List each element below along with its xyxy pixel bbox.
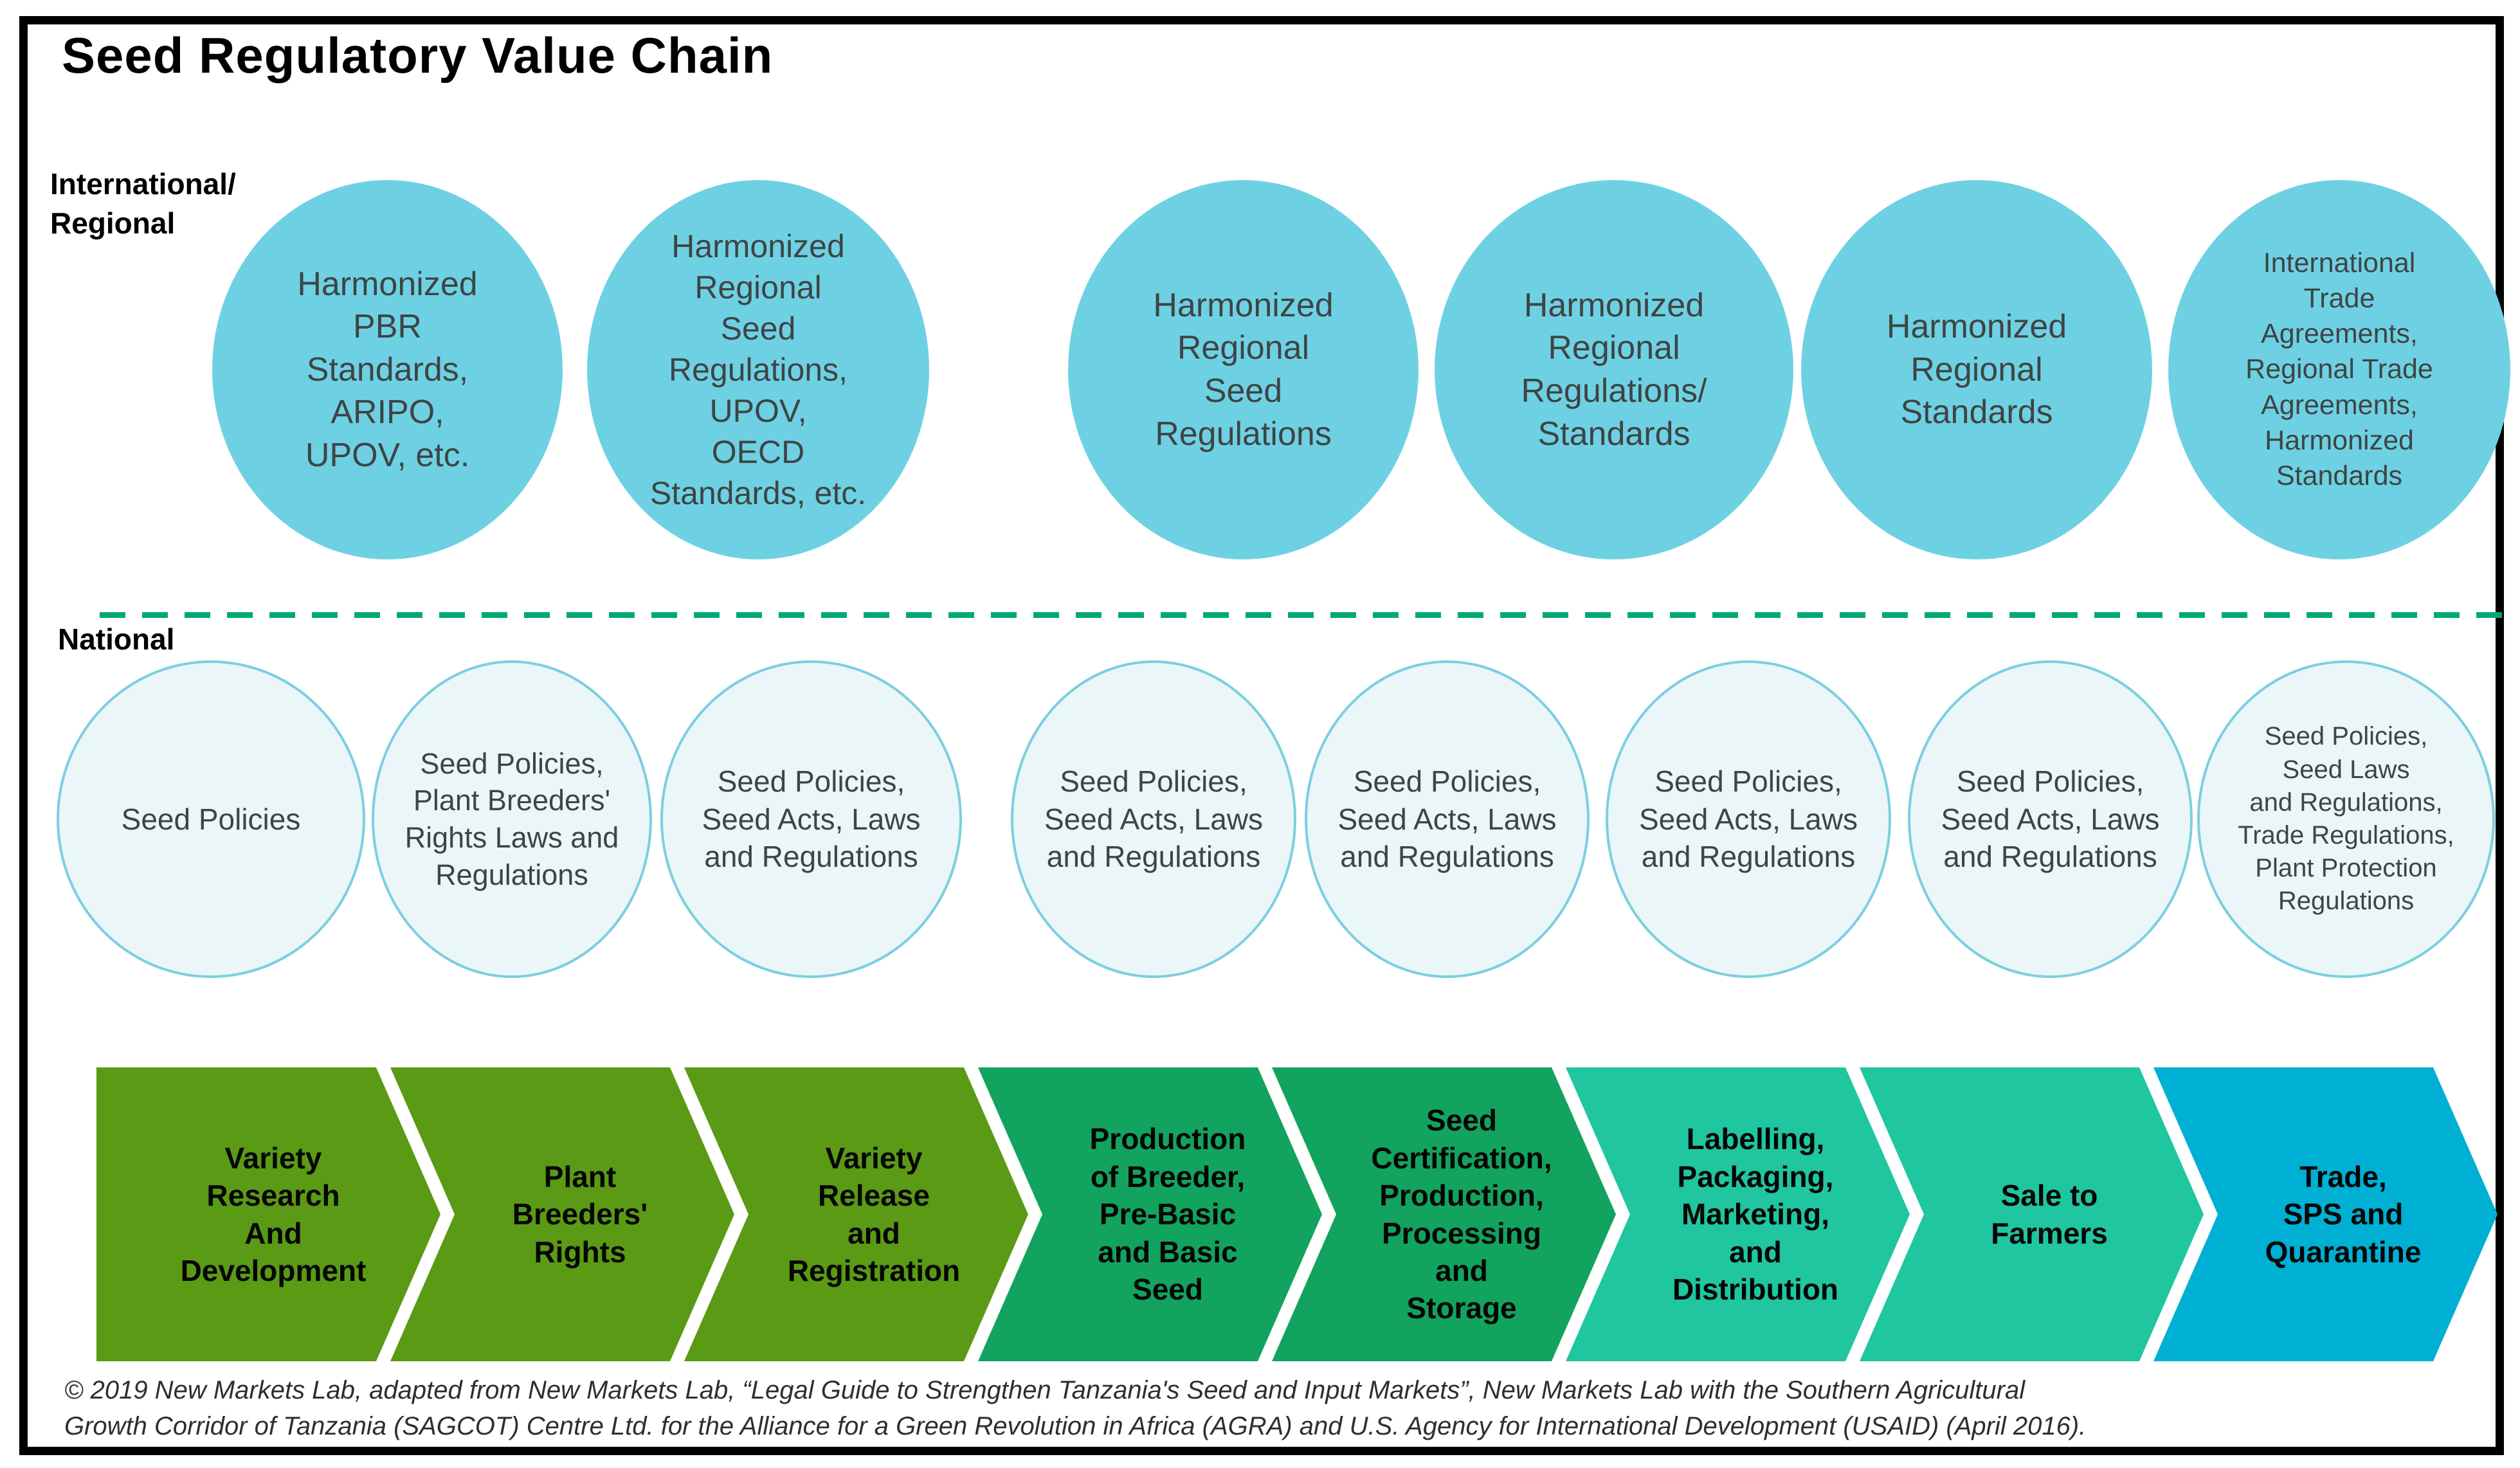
- page-title: Seed Regulatory Value Chain: [62, 27, 774, 84]
- national-circle-2: Seed Policies, Plant Breeders' Rights La…: [372, 660, 652, 978]
- process-arrow-label: Seed Certification, Production, Processi…: [1371, 1103, 1552, 1325]
- process-arrow-label: Sale to Farmers: [1991, 1179, 2108, 1250]
- national-circle-text: Seed Policies, Seed Acts, Laws and Regul…: [702, 764, 921, 874]
- intl-circle-6: International Trade Agreements, Regional…: [2168, 180, 2510, 559]
- process-arrow-label: Variety Research And Development: [180, 1141, 367, 1287]
- intl-circle-text: Harmonized Regional Seed Regulations, UP…: [649, 228, 867, 511]
- process-arrow-3: Variety Release and Registration: [684, 1067, 1028, 1361]
- national-circle-5: Seed Policies, Seed Acts, Laws and Regul…: [1305, 660, 1590, 978]
- intl-circle-3: Harmonized Regional Seed Regulations: [1068, 180, 1419, 559]
- intl-circle-1: Harmonized PBR Standards, ARIPO, UPOV, e…: [212, 180, 563, 559]
- process-arrow-label: Labelling, Packaging, Marketing, and Dis…: [1672, 1122, 1839, 1307]
- intl-circle-text: Harmonized Regional Standards: [1886, 308, 2067, 431]
- intl-circle-4: Harmonized Regional Regulations/ Standar…: [1435, 180, 1793, 559]
- intl-circle-text: Harmonized Regional Seed Regulations: [1153, 286, 1334, 453]
- national-label: National: [58, 622, 175, 656]
- intl-circle-text: Harmonized Regional Regulations/ Standar…: [1521, 286, 1707, 453]
- national-circle-8: Seed Policies, Seed Laws and Regulations…: [2197, 660, 2495, 978]
- intl-circle-text: Harmonized PBR Standards, ARIPO, UPOV, e…: [297, 265, 478, 474]
- national-circle-text: Seed Policies, Plant Breeders' Rights La…: [404, 747, 619, 891]
- intl-circle-text: International Trade Agreements, Regional…: [2245, 248, 2433, 491]
- divider-dashed-line: [100, 612, 2506, 618]
- national-circle-6: Seed Policies, Seed Acts, Laws and Regul…: [1606, 660, 1891, 978]
- national-circle-text: Seed Policies, Seed Acts, Laws and Regul…: [1941, 764, 2160, 874]
- international-regional-label: International/ Regional: [50, 167, 236, 240]
- national-circle-3: Seed Policies, Seed Acts, Laws and Regul…: [660, 660, 962, 978]
- process-arrow-1: Variety Research And Development: [96, 1067, 440, 1361]
- footer-text: © 2019 New Markets Lab, adapted from New…: [64, 1376, 2087, 1440]
- process-arrow-label: Trade, SPS and Quarantine: [2265, 1159, 2422, 1269]
- process-arrow-label: Variety Release and Registration: [787, 1141, 961, 1287]
- national-circle-text: Seed Policies, Seed Laws and Regulations…: [2238, 722, 2454, 916]
- national-circle-1: Seed Policies: [57, 660, 365, 978]
- intl-circle-5: Harmonized Regional Standards: [1801, 180, 2152, 559]
- national-circle-7: Seed Policies, Seed Acts, Laws and Regul…: [1908, 660, 2193, 978]
- process-arrow-label: Plant Breeders' Rights: [512, 1159, 648, 1269]
- process-arrow-label: Production of Breeder, Pre-Basic and Bas…: [1089, 1122, 1246, 1307]
- national-circle-text: Seed Policies, Seed Acts, Laws and Regul…: [1638, 764, 1858, 874]
- national-circle-4: Seed Policies, Seed Acts, Laws and Regul…: [1011, 660, 1296, 978]
- national-circle-text: Seed Policies, Seed Acts, Laws and Regul…: [1044, 764, 1264, 874]
- national-circle-text: Seed Policies: [121, 802, 301, 836]
- intl-circle-2: Harmonized Regional Seed Regulations, UP…: [587, 180, 929, 559]
- national-circle-text: Seed Policies, Seed Acts, Laws and Regul…: [1337, 764, 1557, 874]
